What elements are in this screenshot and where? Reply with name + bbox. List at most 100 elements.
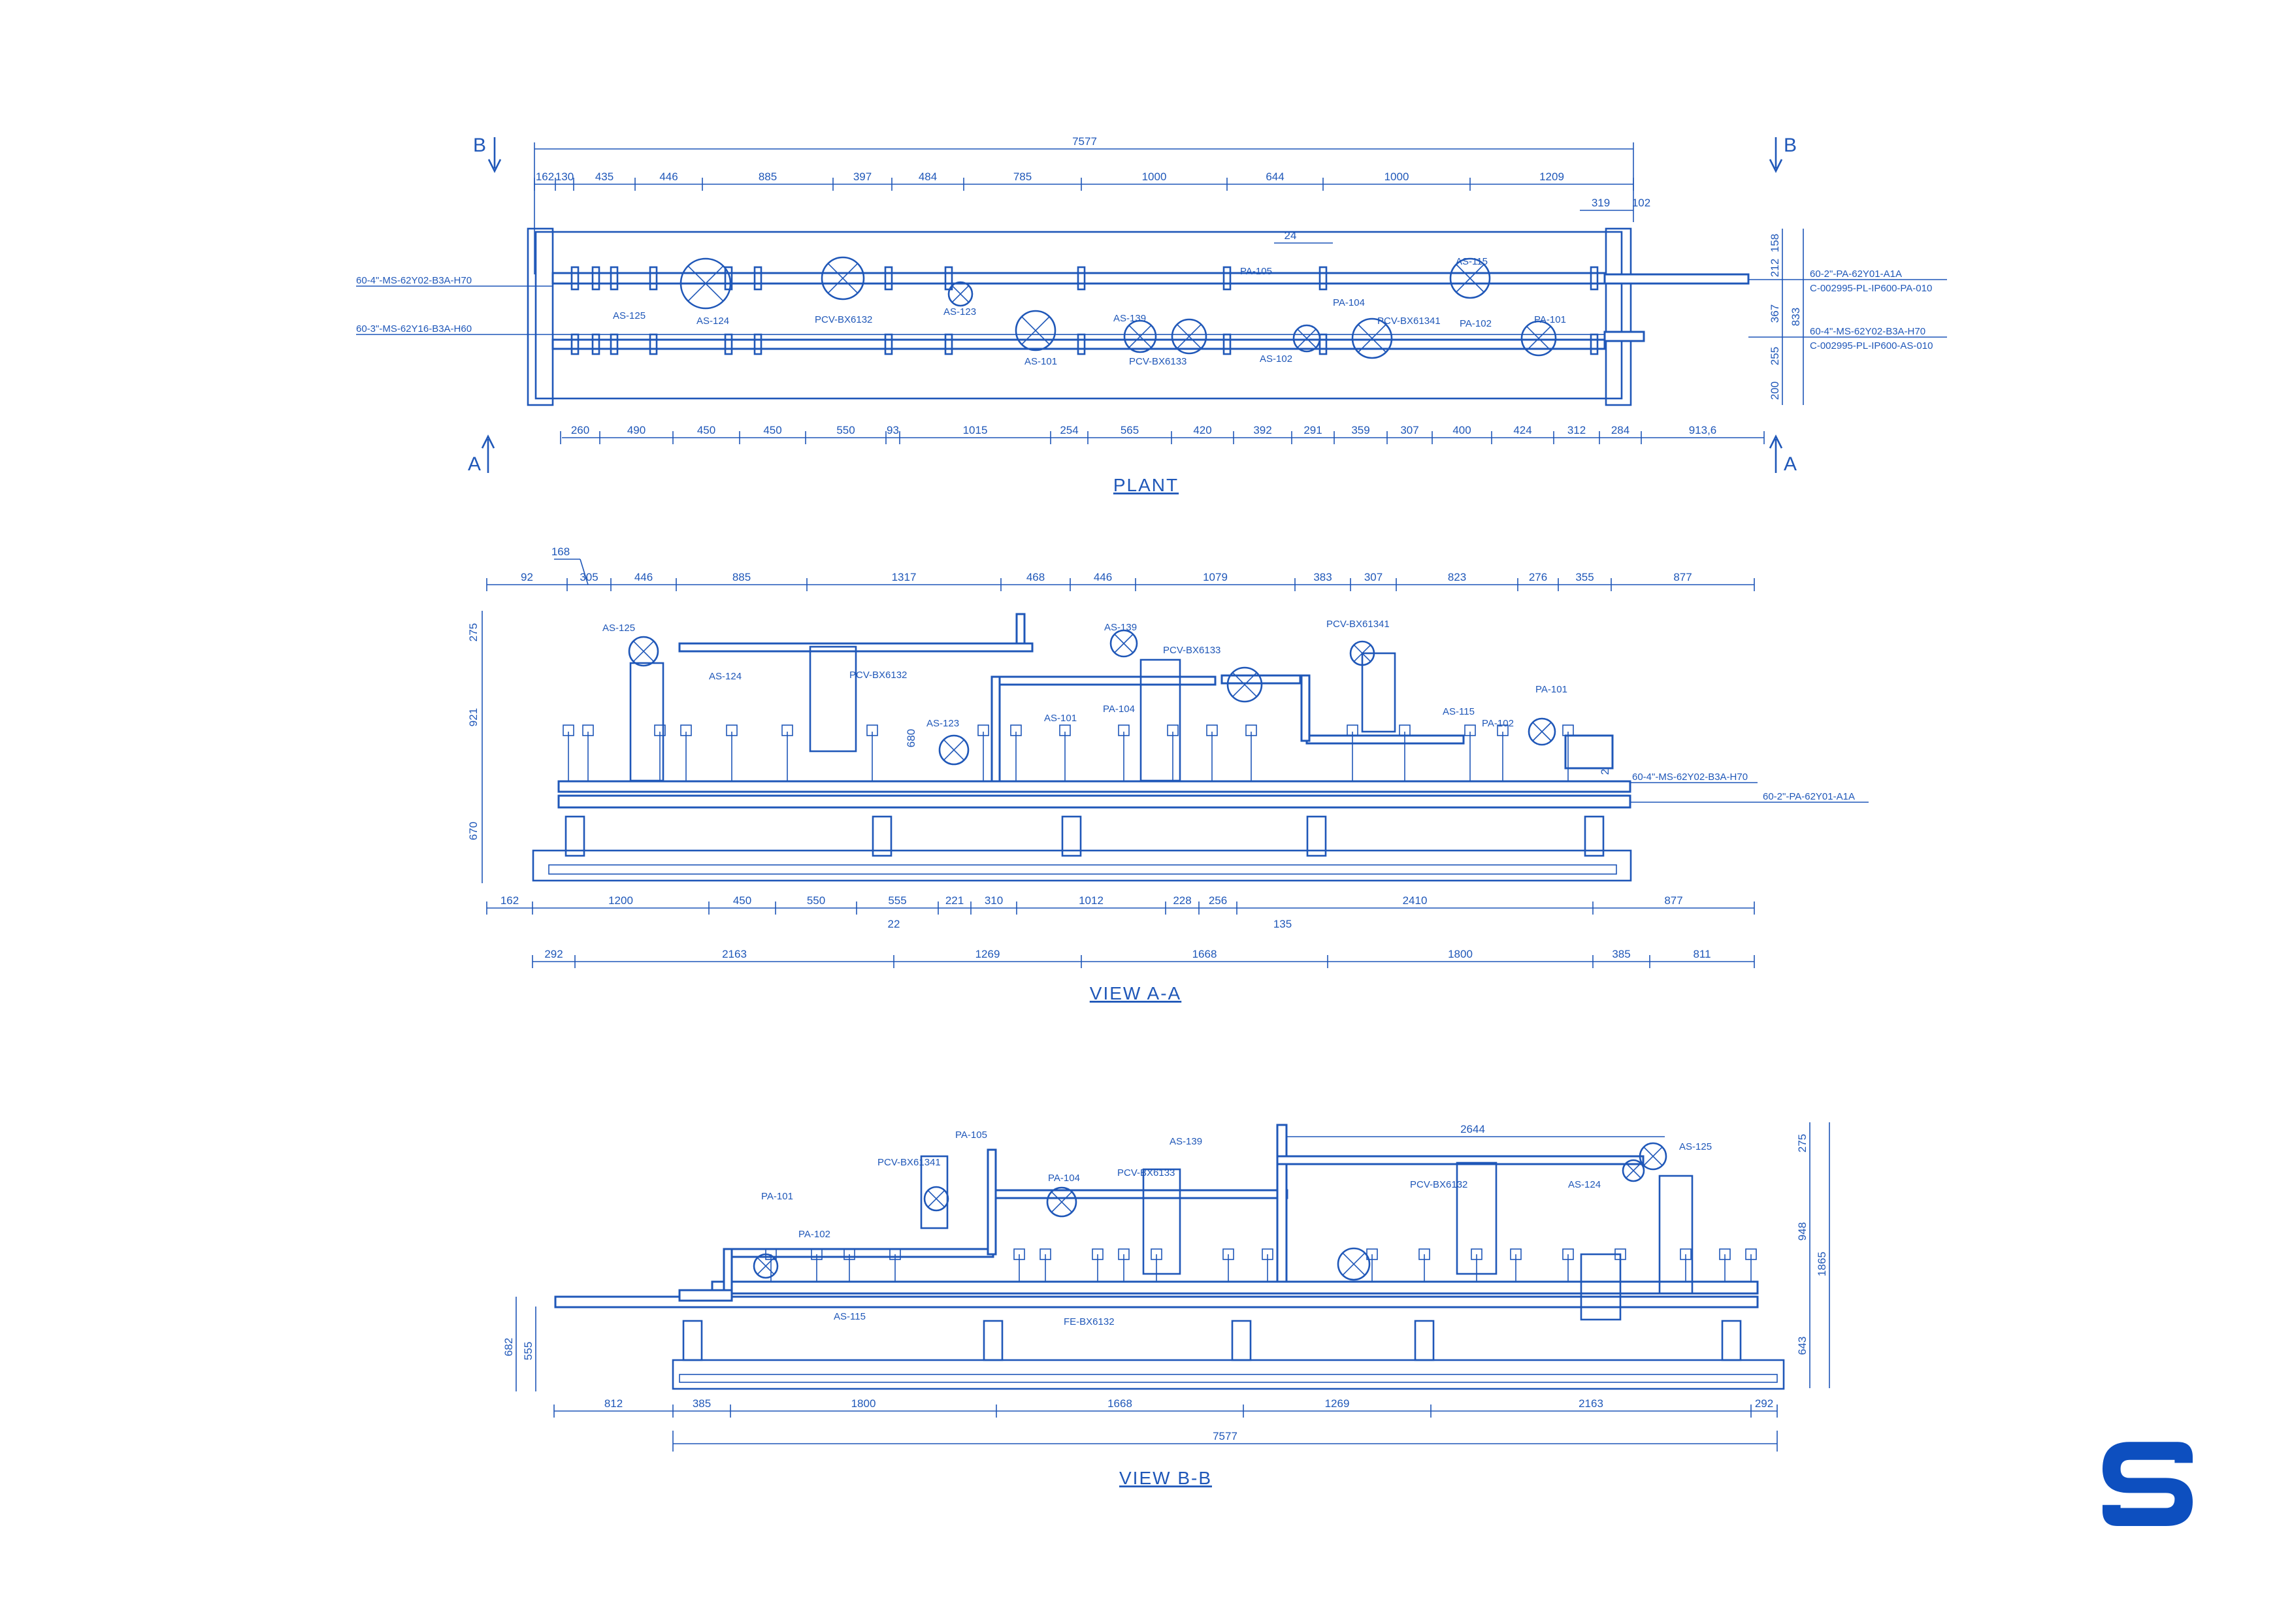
plant-top-dim-11: 1209 (1539, 171, 1564, 183)
plant-bottom-dim-2: 450 (697, 424, 715, 436)
va-top-dim-5: 468 (1026, 571, 1045, 583)
va-tag-6: PCV-BX6133 (1163, 645, 1220, 656)
vb-bottom1-dim-4: 1269 (1325, 1397, 1350, 1410)
plant-bottom-dim-11: 291 (1303, 424, 1322, 436)
va-vdim-275: 275 (467, 623, 480, 641)
plant-vdim-158: 158 (1769, 234, 1781, 252)
section-a-right-label: A (1784, 453, 1797, 475)
plant-tag-6: PCV-BX6133 (1129, 356, 1187, 367)
section-b-right-label: B (1784, 135, 1797, 156)
vb-tag-8: FE-BX6132 (1064, 1316, 1115, 1327)
va-title: VIEW A-A (1090, 983, 1181, 1003)
vb-valve-icon-1 (1046, 1186, 1077, 1218)
plant-tag-5: AS-139 (1113, 313, 1146, 324)
va-tag-11: PA-101 (1535, 684, 1567, 695)
va-valve-icon-5 (1528, 717, 1556, 746)
va-valve-icon-0 (628, 636, 659, 667)
va-bottom1-dim-1: 1200 (608, 894, 633, 907)
plant-valve-icon-9 (1520, 320, 1557, 357)
vb-tag-4: AS-115 (834, 1311, 866, 1322)
vb-tag-5: PA-104 (1048, 1173, 1080, 1184)
va-vdim-670: 670 (467, 822, 480, 840)
va-vdim-921: 921 (467, 708, 480, 726)
plant-tag-11: PA-102 (1460, 318, 1492, 329)
plant-top-dim-10: 1000 (1384, 171, 1409, 183)
plant-valve-icon-8 (1449, 257, 1491, 299)
va-top-dim-10: 823 (1448, 571, 1466, 583)
plant-top-dim-5: 397 (853, 171, 872, 183)
va-tag-5: AS-139 (1104, 622, 1137, 633)
plant-left-line-2: 60-3"-MS-62Y16-B3A-H60 (356, 323, 472, 334)
plant-valve-icon-2 (947, 281, 974, 307)
vb-tag-3: PA-102 (798, 1229, 830, 1240)
va-bottom2-dim-2: 1269 (975, 948, 1000, 960)
section-a-left-label: A (468, 453, 481, 475)
plant-overall-dim: 7577 (1072, 135, 1097, 148)
plant-top-dim-3: 446 (659, 171, 678, 183)
va-bottom2-dim-5: 385 (1612, 948, 1630, 960)
plant-tag-10: PCV-BX61341 (1377, 316, 1441, 327)
va-bottom1-dim-7: 1012 (1079, 894, 1104, 907)
plant-vdim-367: 367 (1769, 304, 1781, 323)
va-vessel-2 (1139, 658, 1181, 782)
vb-bottom1-dim-6: 292 (1755, 1397, 1773, 1410)
plant-tag-2: PCV-BX6132 (815, 314, 872, 325)
plant-bottom-dim-16: 312 (1567, 424, 1586, 436)
vb-dim-2644: 2644 (1460, 1123, 1485, 1135)
va-tag-9: AS-115 (1443, 706, 1475, 717)
va-vessel-0 (629, 662, 664, 782)
plant-tag-3: AS-123 (943, 306, 976, 317)
plant-top-dim-6: 484 (919, 171, 937, 183)
va-dim-168: 168 (551, 545, 570, 558)
va-vessel-1 (809, 645, 857, 753)
plant-right-line-4: C-002995-PL-IP600-AS-010 (1810, 340, 1933, 351)
plant-dim-319: 319 (1592, 197, 1610, 209)
vb-tag-1: PCV-BX61341 (877, 1157, 941, 1168)
va-bottom1-dim-3: 550 (807, 894, 825, 907)
va-bottom2-dim-3: 1668 (1192, 948, 1217, 960)
plant-tag-9: PA-104 (1333, 297, 1365, 308)
vb-vdim-275: 275 (1796, 1134, 1809, 1152)
plant-bottom-dim-12: 359 (1351, 424, 1369, 436)
plant-vdim-255: 255 (1769, 347, 1781, 365)
plant-right-line-3: 60-4"-MS-62Y02-B3A-H70 (1810, 326, 1925, 337)
plant-tag-8: AS-102 (1260, 353, 1292, 365)
va-bottom1-dim-0: 162 (500, 894, 519, 907)
plant-top-dim-1: 130 (555, 171, 574, 183)
plant-tag-7: PA-105 (1240, 266, 1272, 277)
plant-bottom-dim-6: 1015 (963, 424, 988, 436)
vb-bottom1-dim-0: 812 (604, 1397, 623, 1410)
va-top-dim-1: 305 (580, 571, 598, 583)
plant-tag-1: AS-124 (696, 316, 729, 327)
vb-tag-10: AS-124 (1568, 1179, 1601, 1190)
plant-bottom-dim-10: 392 (1253, 424, 1271, 436)
va-bottom1-dim-11: 877 (1664, 894, 1682, 907)
va-top-dim-11: 276 (1529, 571, 1547, 583)
va-tag-3: AS-123 (926, 718, 959, 729)
va-top-dim-6: 446 (1094, 571, 1112, 583)
va-valve-icon-3 (1226, 666, 1263, 703)
plant-valve-icon-3 (1015, 310, 1056, 351)
vb-bottom1-dim-2: 1800 (851, 1397, 876, 1410)
plant-dim-102: 102 (1632, 197, 1650, 209)
va-valve-icon-2 (1109, 629, 1138, 658)
plant-bottom-dim-4: 550 (836, 424, 855, 436)
va-tag-2: PCV-BX6132 (849, 670, 907, 681)
plant-vdim-833: 833 (1790, 308, 1802, 326)
va-bottom2-dim-0: 292 (544, 948, 563, 960)
plant-top-dim-2: 435 (595, 171, 614, 183)
plant-dim-24: 24 (1285, 229, 1297, 242)
va-bottom1-dim-4: 555 (888, 894, 906, 907)
va-top-dim-2: 446 (634, 571, 653, 583)
s-logo-icon (2103, 1442, 2193, 1526)
plant-valve-icon-0 (679, 257, 732, 310)
plant-valve-icon-7 (1351, 317, 1393, 359)
va-bottom1-dim-8: 228 (1173, 894, 1191, 907)
va-tag-1: AS-124 (709, 671, 742, 682)
vb-title: VIEW B-B (1119, 1468, 1212, 1488)
va-right-line-2: 60-2"-PA-62Y01-A1A (1763, 791, 1855, 802)
plant-bottom-dim-3: 450 (763, 424, 781, 436)
vb-dim-7577: 7577 (1213, 1430, 1237, 1442)
